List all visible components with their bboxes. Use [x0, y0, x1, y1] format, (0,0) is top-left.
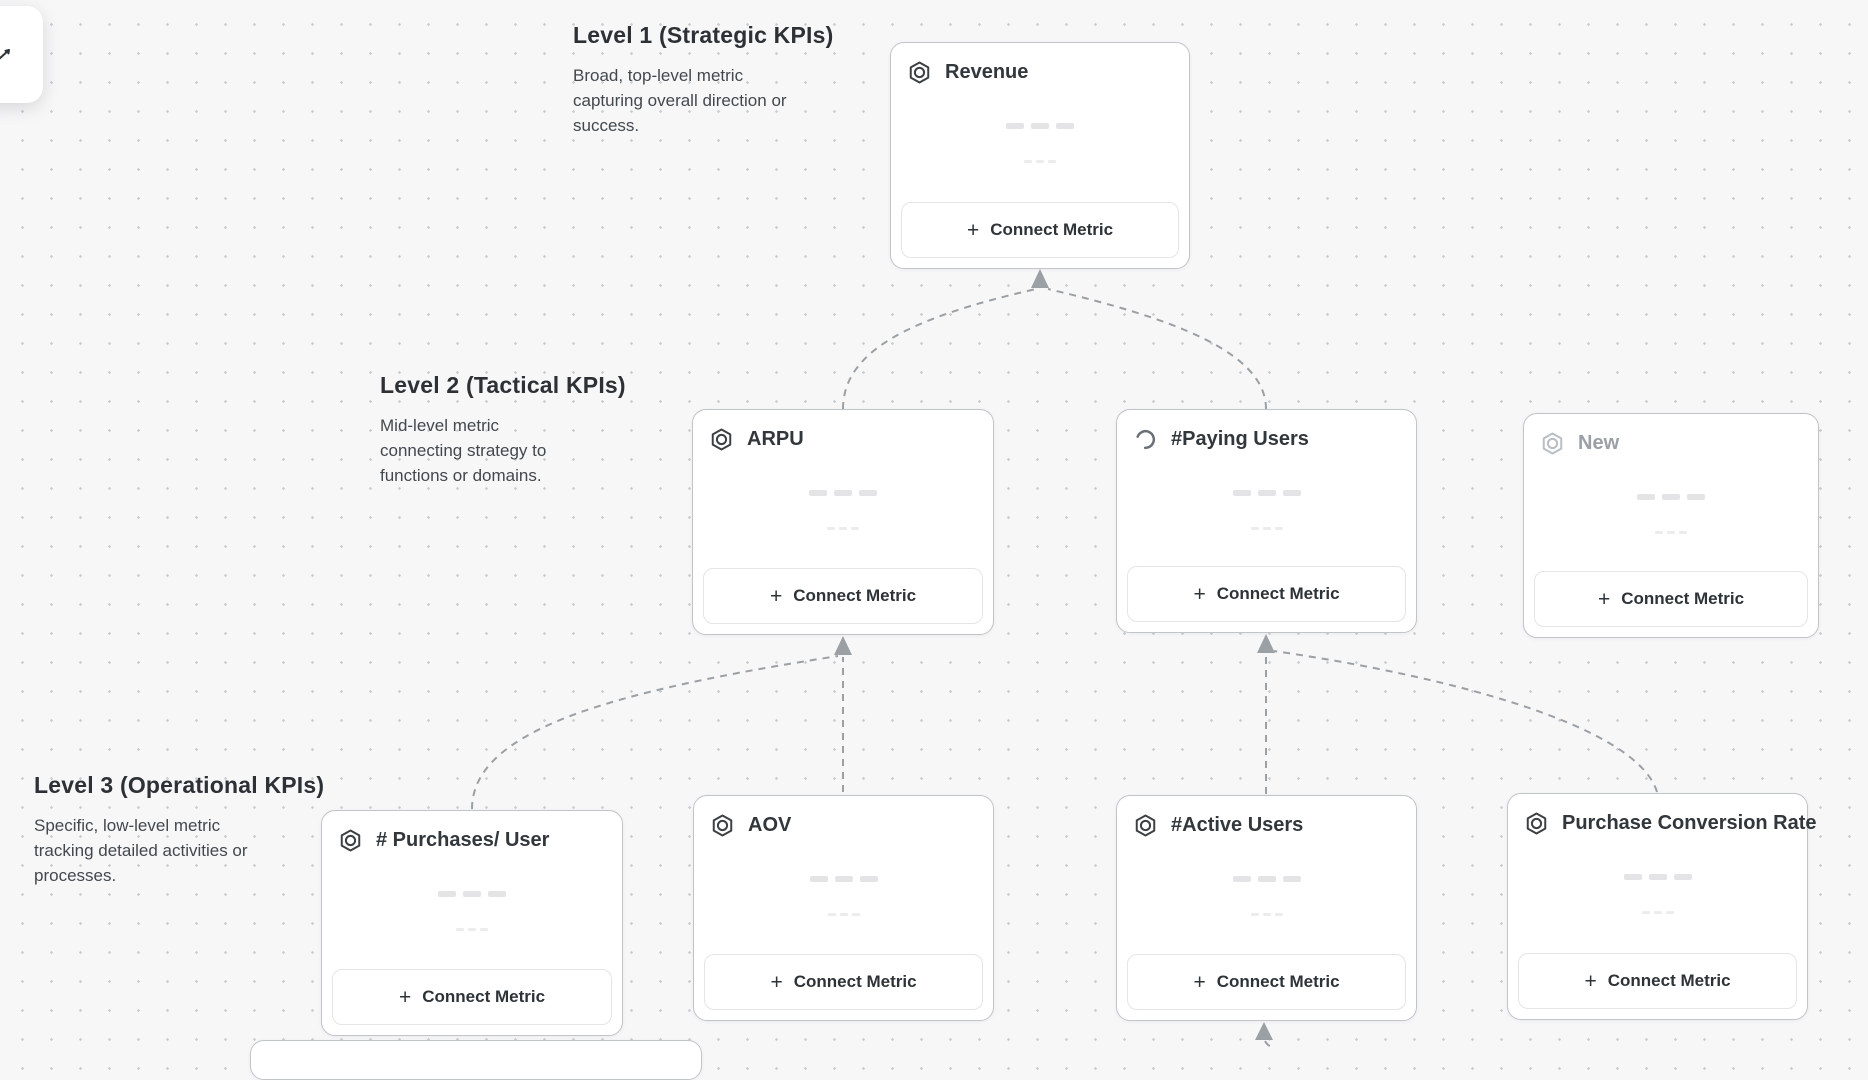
hexagon-metric-icon	[1135, 814, 1156, 837]
connect-metric-button[interactable]: + Connect Metric	[1518, 953, 1797, 1009]
metric-card-active-users[interactable]: #Active Users + Connect Metric	[1116, 795, 1417, 1021]
card-title: #Paying Users	[1171, 428, 1309, 450]
connect-metric-label: Connect Metric	[793, 586, 917, 605]
plus-icon: +	[769, 584, 783, 608]
hexagon-metric-icon	[340, 829, 361, 852]
card-title: Purchase Conversion Rate	[1562, 812, 1817, 834]
skeleton-dashes	[694, 913, 993, 916]
level-1-description: Broad, top-level metric capturing overal…	[573, 66, 787, 135]
skeleton-dashes	[1524, 531, 1818, 534]
skeleton-bars	[1508, 874, 1807, 880]
level-2-description: Mid-level metric connecting strategy to …	[380, 416, 547, 485]
connect-metric-label: Connect Metric	[1621, 589, 1745, 608]
level-1-title: Level 1 (Strategic KPIs)	[573, 22, 834, 48]
connect-metric-label: Connect Metric	[422, 987, 546, 1006]
plus-icon: +	[770, 970, 783, 994]
plus-icon: +	[1584, 969, 1597, 993]
spinner-icon	[1133, 427, 1158, 452]
connect-metric-button[interactable]: + Connect Metric	[1127, 954, 1406, 1010]
hexagon-metric-icon	[712, 814, 733, 837]
hexagon-metric-icon	[1542, 432, 1563, 455]
skeleton-dashes	[1117, 527, 1416, 530]
connector-purchases-arpu	[471, 655, 839, 810]
hexagon-metric-icon	[711, 428, 732, 451]
connect-metric-label: Connect Metric	[1216, 584, 1340, 603]
plus-icon: +	[1193, 970, 1206, 994]
card-title: AOV	[748, 814, 792, 836]
card-title: #Active Users	[1171, 814, 1304, 836]
metric-card-revenue[interactable]: Revenue + Connect Metric	[890, 42, 1190, 269]
connector-paying-revenue	[1047, 288, 1267, 410]
connect-metric-button[interactable]: + Connect Metric	[1127, 566, 1406, 622]
metric-card-paying-users[interactable]: #Paying Users + Connect Metric	[1116, 409, 1417, 633]
arrowhead-into-active	[1255, 1022, 1273, 1040]
toolbar-panel[interactable]	[0, 6, 43, 103]
cursor-icon	[0, 49, 10, 60]
skeleton-dashes	[1117, 913, 1416, 916]
arrowhead-into-paying	[1257, 634, 1275, 653]
skeleton-bars	[1117, 876, 1416, 882]
hexagon-metric-icon	[1526, 812, 1547, 835]
connect-metric-label: Connect Metric	[793, 972, 917, 991]
skeleton-bars	[694, 876, 993, 882]
metric-card-purchases-per-user[interactable]: # Purchases/ User + Connect Metric	[321, 810, 623, 1036]
arrowhead-into-arpu	[834, 636, 852, 655]
connect-metric-button[interactable]: + Connect Metric	[332, 969, 612, 1025]
level-2-heading-group: Level 2 (Tactical KPIs) Mid-level metric…	[380, 372, 626, 488]
level-3-heading-group: Level 3 (Operational KPIs) Specific, low…	[34, 772, 324, 888]
metric-card-arpu[interactable]: ARPU + Connect Metric	[692, 409, 994, 635]
metric-card-purchase-conversion-rate[interactable]: Purchase Conversion Rate + Connect Metri…	[1507, 793, 1817, 1020]
skeleton-bars	[1524, 494, 1818, 500]
card-title: New	[1578, 432, 1620, 454]
connect-metric-button[interactable]: + Connect Metric	[703, 568, 983, 624]
card-title: ARPU	[747, 428, 804, 450]
connect-metric-label: Connect Metric	[1216, 972, 1340, 991]
level-3-title: Level 3 (Operational KPIs)	[34, 772, 325, 798]
hexagon-metric-icon	[909, 61, 930, 84]
connect-metric-button[interactable]: + Connect Metric	[1534, 571, 1808, 627]
skeleton-bars	[693, 490, 993, 496]
skeleton-dashes	[1508, 911, 1807, 914]
metric-card-partial-bottom[interactable]	[250, 1040, 702, 1080]
skeleton-dashes	[891, 160, 1189, 163]
skeleton-dashes	[693, 527, 993, 530]
skeleton-bars	[322, 891, 622, 897]
card-title: # Purchases/ User	[376, 829, 550, 851]
skeleton-dashes	[322, 928, 622, 931]
plus-icon: +	[398, 985, 412, 1009]
skeleton-bars	[1117, 490, 1416, 496]
metric-card-new[interactable]: New + Connect Metric	[1523, 413, 1819, 638]
connector-pcr-paying	[1273, 650, 1658, 793]
plus-icon: +	[1193, 582, 1206, 606]
connect-metric-label: Connect Metric	[1607, 971, 1731, 990]
connect-metric-label: Connect Metric	[990, 220, 1114, 239]
plus-icon: +	[1597, 587, 1611, 611]
metric-card-aov[interactable]: AOV + Connect Metric	[693, 795, 994, 1021]
connector-arpu-revenue	[842, 288, 1037, 410]
skeleton-bars	[891, 123, 1189, 129]
connect-metric-button[interactable]: + Connect Metric	[901, 202, 1179, 258]
arrowhead-into-revenue	[1031, 269, 1049, 288]
connector-below-active	[1264, 1040, 1273, 1048]
connect-metric-button[interactable]: + Connect Metric	[704, 954, 983, 1010]
plus-icon: +	[966, 218, 980, 242]
level-3-description: Specific, low-level metric tracking deta…	[34, 816, 248, 885]
card-title: Revenue	[945, 61, 1029, 83]
level-1-heading-group: Level 1 (Strategic KPIs) Broad, top-leve…	[573, 22, 833, 138]
level-2-title: Level 2 (Tactical KPIs)	[380, 372, 626, 398]
